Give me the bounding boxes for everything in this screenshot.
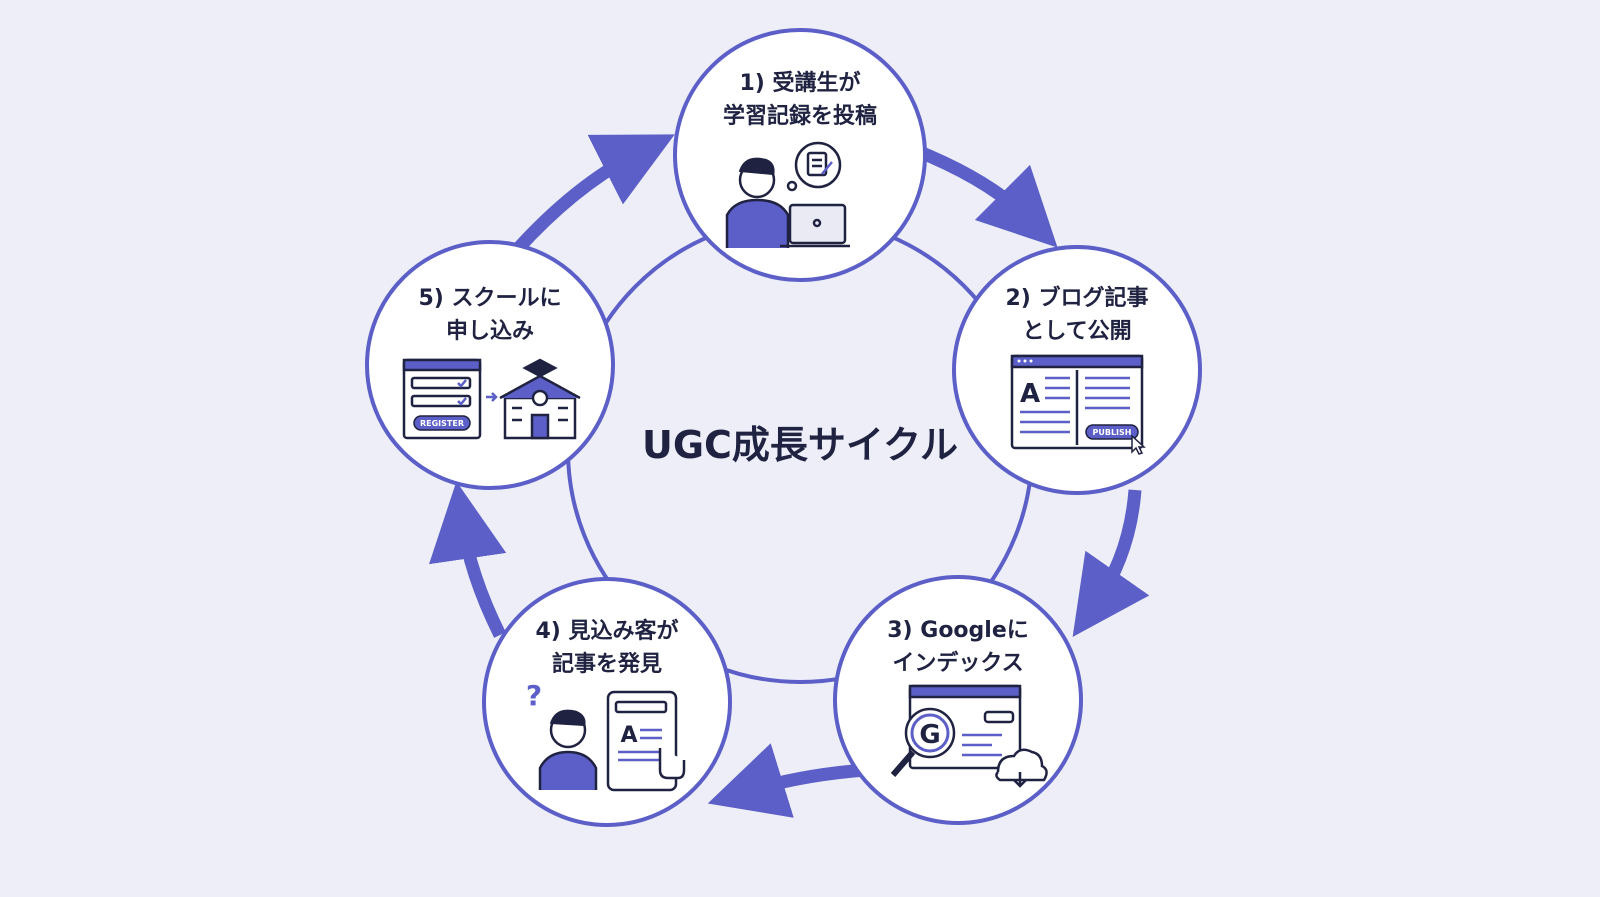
svg-text:?: ? (526, 679, 542, 712)
cycle-arrows (429, 134, 1150, 818)
arrow-1-to-2 (912, 143, 1058, 248)
step-1-line2: 学習記録を投稿 (723, 103, 877, 129)
svg-text:G: G (919, 720, 940, 750)
publish-button (1085, 424, 1139, 440)
step-2-node: 2) ブログ記事 として公開 A PUBLISH (952, 245, 1202, 495)
step-5-node: 5) スクールに 申し込み REGISTER (365, 240, 615, 490)
cursor-icon (1131, 434, 1146, 455)
svg-text:A: A (1020, 379, 1040, 409)
step-4-line1: 4) 見込み客が (535, 618, 678, 644)
step-1-node: 1) 受講生が 学習記録を投稿 (673, 28, 927, 282)
publish-button-label: PUBLISH (1093, 428, 1132, 437)
arrow-3-to-4 (707, 743, 866, 818)
register-button-label: REGISTER (420, 419, 464, 428)
arrow-5-to-1 (510, 134, 675, 257)
step-4-line2: 記事を発見 (552, 651, 662, 677)
step-4-node: 4) 見込み客が 記事を発見 ? A (482, 577, 732, 827)
diagram-title: UGC成長サイクル (642, 423, 958, 467)
step-2-line2: として公開 (1022, 319, 1131, 344)
step-3-line1: 3) Googleに (887, 618, 1029, 643)
prospect-tablet-icon: ? A (526, 679, 686, 792)
register-button (413, 415, 471, 431)
step-5-line1: 5) スクールに (418, 286, 561, 311)
svg-text:A: A (620, 723, 637, 748)
google-search-index-icon: G (890, 684, 1048, 788)
step-3-line2: インデックス (892, 650, 1023, 676)
step-2-line1: 2) ブログ記事 (1005, 285, 1148, 311)
student-laptop-icon (725, 141, 850, 248)
arrow-2-to-3 (1072, 489, 1150, 637)
step-3-node: 3) Googleに インデックス G (833, 575, 1083, 825)
step-1-line1: 1) 受講生が (739, 70, 860, 96)
arrow-4-to-5 (429, 481, 507, 638)
step-5-line2: 申し込み (446, 319, 534, 344)
